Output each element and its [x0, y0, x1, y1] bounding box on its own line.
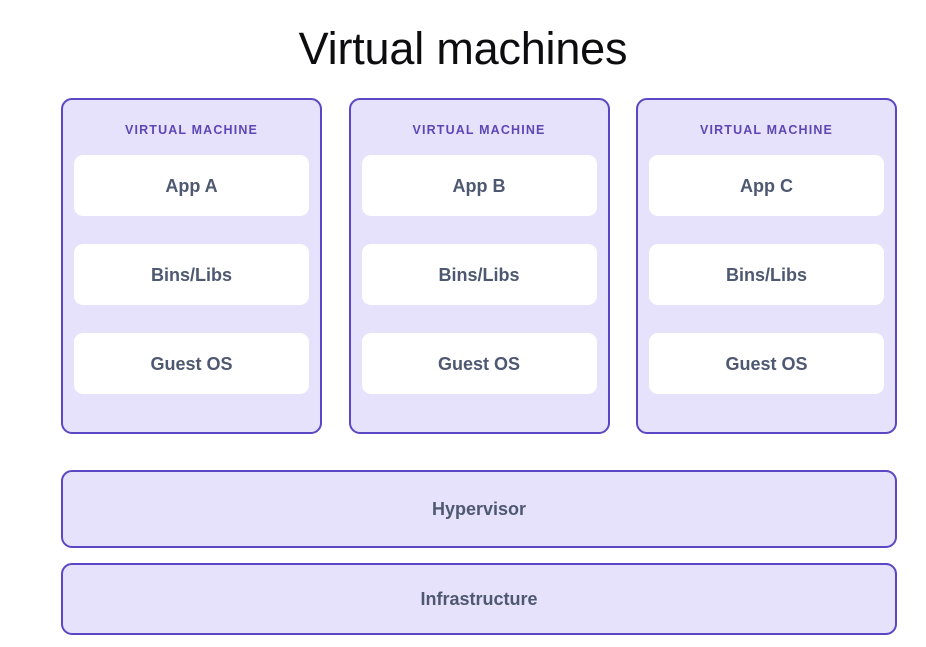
virtual-machine-card-3: VIRTUAL MACHINE App C Bins/Libs Guest OS [636, 98, 897, 434]
layer-guest-os-1-label: Guest OS [150, 353, 233, 374]
virtual-machine-card-1-header: VIRTUAL MACHINE [125, 123, 258, 137]
layer-guest-os-3-label: Guest OS [725, 353, 808, 374]
virtual-machine-card-3-header: VIRTUAL MACHINE [700, 123, 833, 137]
hypervisor-bar-label: Hypervisor [431, 499, 527, 519]
infrastructure-bar: Infrastructure [61, 563, 897, 635]
hypervisor-bar: Hypervisor [61, 470, 897, 548]
layer-guest-os-2-label: Guest OS [437, 353, 521, 374]
layer-bins-libs-1-label: Bins/Libs [150, 264, 232, 285]
virtual-machine-card-1: VIRTUAL MACHINE App A Bins/Libs Guest OS [61, 98, 322, 434]
infrastructure-bar-label: Infrastructure [420, 589, 538, 609]
layer-guest-os-3: Guest OS [649, 333, 884, 394]
layer-bins-libs-3-label: Bins/Libs [725, 264, 807, 285]
layer-bins-libs-3: Bins/Libs [649, 244, 884, 305]
virtual-machine-card-2-header: VIRTUAL MACHINE [412, 123, 546, 137]
layer-app-b-label: App B [452, 175, 506, 196]
virtual-machine-card-row: VIRTUAL MACHINE App A Bins/Libs Guest OS… [61, 98, 897, 434]
layer-bins-libs-2-label: Bins/Libs [438, 264, 520, 285]
layer-guest-os-1: Guest OS [74, 333, 309, 394]
virtual-machine-card-2: VIRTUAL MACHINE App B Bins/Libs Guest OS [348, 98, 610, 434]
layer-guest-os-2: Guest OS [361, 333, 597, 394]
layer-app-c: App C [649, 155, 884, 216]
virtual-machine-card-3-layers: App C Bins/Libs Guest OS [649, 155, 884, 394]
virtual-machine-card-1-layers: App A Bins/Libs Guest OS [74, 155, 309, 394]
layer-app-a: App A [74, 155, 309, 216]
layer-bins-libs-1: Bins/Libs [74, 244, 309, 305]
page-title: Virtual machines [298, 23, 628, 74]
layer-bins-libs-2: Bins/Libs [361, 244, 597, 305]
layer-app-a-label: App A [165, 175, 218, 196]
virtual-machine-card-2-layers: App B Bins/Libs Guest OS [361, 155, 597, 394]
layer-app-c-label: App C [740, 175, 793, 196]
layer-app-b: App B [361, 155, 597, 216]
